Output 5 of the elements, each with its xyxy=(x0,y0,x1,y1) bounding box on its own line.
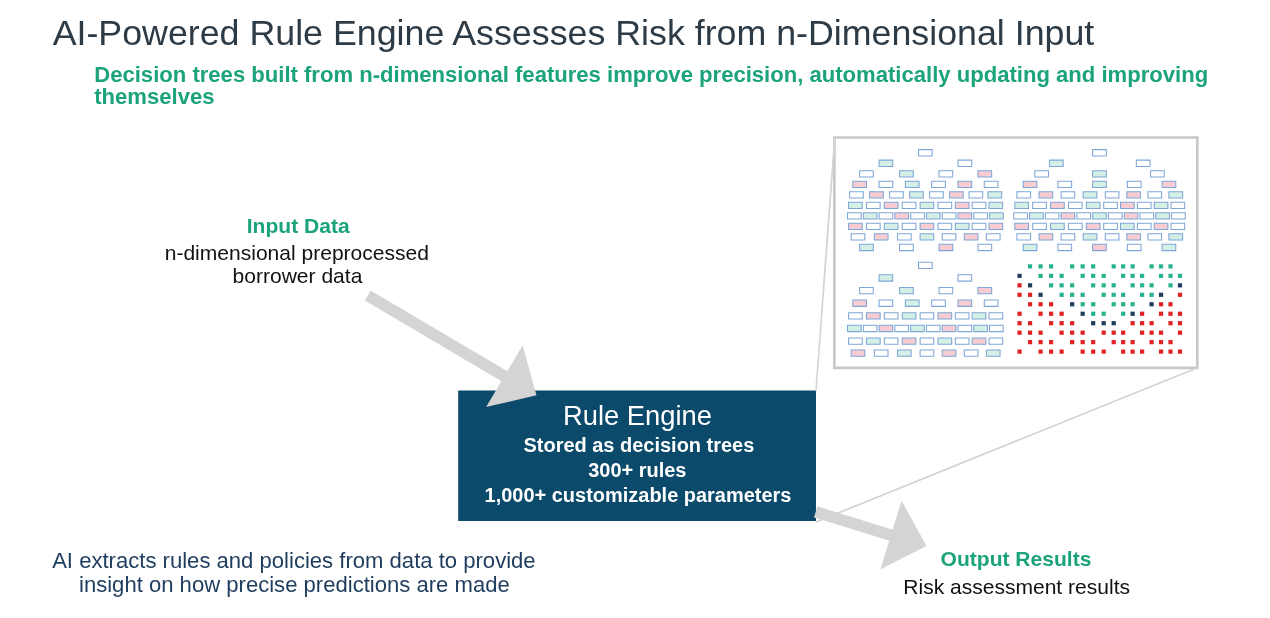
label: Decision trees built from n-dimensional features improve precision, automatically updating and improving themselves xyxy=(94,61,1209,109)
node-text: Input Data n-dimensional preprocessed borrower data xyxy=(164,213,429,288)
diagram-title: AI-Powered Rule Engine Assesses Risk from n-Dimensional Input xyxy=(52,13,1095,54)
label: AI extracts rules and policies from data to provide insight on how precise predictions are made xyxy=(52,548,536,598)
node-text: Output Results Risk assessment results xyxy=(903,547,1131,598)
